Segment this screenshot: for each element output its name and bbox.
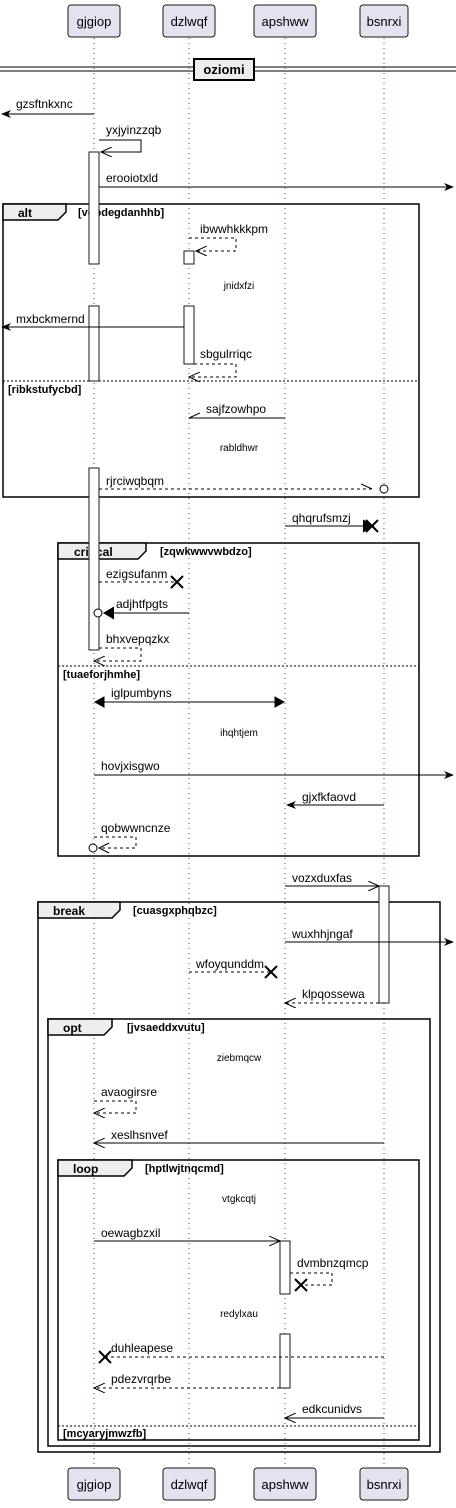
divider: oziomi [0,58,456,81]
message-label: yxjyinzzqb [106,123,162,137]
message-label: qobwwncnze [101,821,171,835]
frame-break-kind: break [53,904,85,918]
message-label: bhxvepqzkx [106,632,169,646]
activations [88,151,390,1389]
message-label: vozxduxfas [292,871,352,885]
message-label: sajfzowhpo [206,402,266,416]
message-label: avaogirsre [101,1085,157,1099]
frame-opt-guard: [jvsaeddxvutu] [127,1022,205,1034]
divider-label: oziomi [203,62,244,77]
activation-apshww-1 [279,1240,291,1295]
participant-label-gjgiop-bottom: gjgiop [77,1477,112,1492]
participant-box-dzlwqf [162,4,216,38]
frame-break-guard: [cuasgxphqbzc] [133,905,217,917]
message-label: qhqrufsmzj [292,511,351,525]
message-label: sbgulrriqc [200,347,252,361]
participants-bottom: gjgiop dzlwqf apshww bsnrxi [67,1467,409,1501]
activation-dzlwqf-1 [183,250,195,265]
frame-loop-guard: [hptlwjtnqcmd] [145,1163,224,1175]
message-label: gjxfkfaovd [302,790,356,804]
message-label: mxbckmernd [16,312,85,326]
activation-apshww-2 [279,1333,291,1389]
frame-alt-kind: alt [18,206,32,220]
frame-opt: opt [jvsaeddxvutu] [47,1018,431,1447]
frame-loop-else-guard: [mcyaryjmwzfb] [63,1428,146,1440]
message-label: wfoyqunddm [195,957,264,971]
destroy-x-marker [264,965,278,979]
message-label: klpqossewa [302,987,365,1001]
participant-label-bsnrxi-bottom: bsnrxi [367,1477,402,1492]
frame-critical: critical [zqwkwwvwbdzo] [tuaeforjhmhe] [57,542,420,857]
participant-box-gjgiop [67,4,121,38]
message-label: gzsftnkxnc [16,97,73,111]
frame-critical-else-guard: [tuaeforjhmhe] [63,669,140,681]
participant-box-bsnrxi-bottom [359,1467,409,1501]
participant-label-dzlwqf-bottom: dzlwqf [171,1477,208,1492]
frame-opt-kind: opt [63,1021,82,1035]
message-label: iglpumbyns [111,686,172,700]
delay-label: jnidxfzi [223,281,255,292]
lost-circle-marker [88,843,98,853]
message-label: adjhtfpgts [116,597,168,611]
destroy-x-marker [170,575,184,589]
messages: gzsftnkxnc yxjyinzzqb erooiotxld ibwwhkk… [1,97,454,1418]
lifelines [93,38,385,1468]
frame-loop: loop [hptlwjtnqcmd] [mcyaryjmwzfb] [57,1159,420,1441]
frame-loop-kind: loop [73,1162,98,1176]
message-label: ezigsufanm [106,567,167,581]
delay-label: rabldhwr [220,443,259,454]
message-label: edkcunidvs [302,1402,362,1416]
delay-label: vtgkcqtj [222,1194,256,1205]
participant-box-apshww [253,4,317,38]
frame-alt-guard: [vopdegdanhhb] [78,207,164,219]
message-label: wuxhhjngaf [291,927,353,941]
delay-label: redylxau [220,1309,258,1320]
message-label: oewagbzxil [101,1226,160,1240]
participant-box-dzlwqf-bottom [162,1467,216,1501]
participant-label-apshww: apshww [262,14,310,29]
message-label: erooiotxld [106,171,158,185]
activation-gjgiop-2 [88,305,100,382]
activation-gjgiop-3 [88,467,100,651]
activation-gjgiop-1 [88,151,100,265]
lost-circle-marker [379,484,389,494]
frame-critical-guard: [zqwkwwvwbdzo] [160,546,252,558]
message-label: duhleapese [111,1341,173,1355]
participant-box-bsnrxi [359,4,409,38]
destroy-x-marker [98,1350,112,1364]
lost-circle-marker [93,608,103,618]
participant-label-apshww-bottom: apshww [262,1477,310,1492]
divider-box [193,58,255,81]
frame-alt: alt [vopdegdanhhb] [ribkstufycbd] [2,203,420,498]
delay-label: ihqhtjem [220,728,258,739]
participant-label-dzlwqf: dzlwqf [171,14,208,29]
delay-label: ziebmqcw [217,1053,262,1064]
participant-box-apshww-bottom [253,1467,317,1501]
activation-bsnrxi-1 [378,885,390,1004]
destroy-x-marker [294,1278,308,1292]
destroy-x-marker [365,519,379,533]
message-label: ibwwhkkkpm [200,222,268,236]
participants-top: gjgiop dzlwqf apshww bsnrxi [67,4,409,38]
message-label: pdezvrqrbe [111,1372,171,1386]
participant-label-bsnrxi: bsnrxi [367,14,402,29]
message-label: rjrciwqbqm [106,474,164,488]
message-label: hovjxisgwo [101,759,160,773]
participant-label-gjgiop: gjgiop [77,14,112,29]
message-label: xeslhsnvef [111,1128,168,1142]
frame-break: break [cuasgxphqbzc] [37,901,441,1453]
activation-dzlwqf-2 [183,305,195,365]
participant-box-gjgiop-bottom [67,1467,121,1501]
frame-alt-else-guard: [ribkstufycbd] [8,384,82,396]
message-label: dvmbnzqmcp [297,1256,369,1270]
